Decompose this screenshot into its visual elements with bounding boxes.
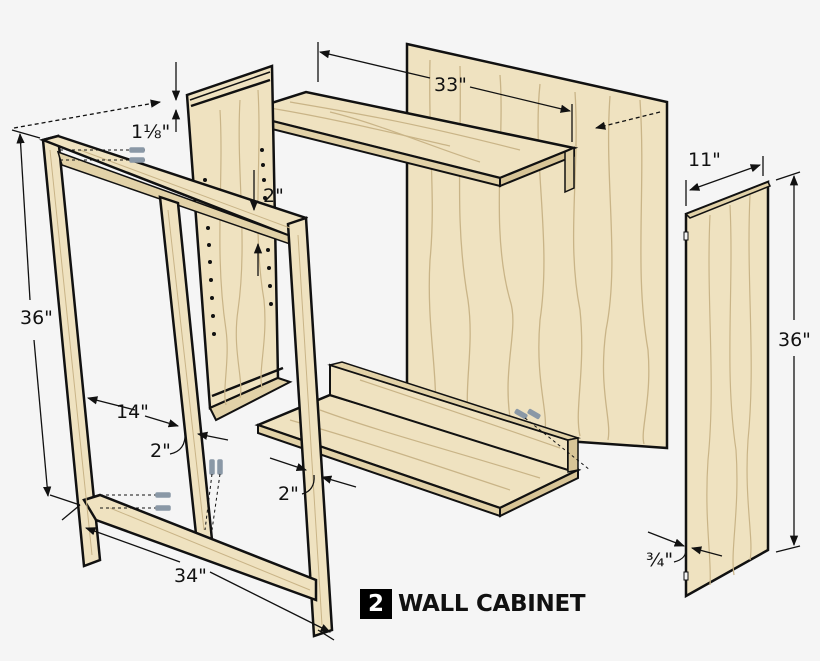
dim-frame-height: 36" (20, 307, 53, 329)
dim-panel-thickness: ¾" (646, 549, 673, 571)
figure-title: WALL CABINET (398, 591, 586, 617)
dim-side-height: 36" (778, 329, 811, 351)
back-panel (405, 42, 669, 450)
dim-back-width: 33" (434, 74, 467, 96)
figure-number-badge: 2 (360, 589, 392, 619)
face-frame (38, 134, 334, 638)
dim-opening-width: 14" (116, 401, 149, 423)
divider-panel (185, 64, 293, 422)
top-shelf (235, 90, 579, 194)
diagram-title: 2 WALL CABINET (360, 589, 586, 619)
dim-center-stile-width: 2" (150, 440, 171, 462)
dim-divider-rail: 2" (263, 185, 284, 207)
dim-side-depth: 11" (688, 149, 721, 171)
screws (60, 147, 591, 531)
dimension-labels: 33" 1⅛" 11" 2" 36" 36" 14" 2" 2" 34" ¾" (20, 74, 811, 587)
dim-right-stile-width: 2" (278, 483, 299, 505)
dim-frame-width: 34" (174, 565, 207, 587)
dim-groove-offset: 1⅛" (131, 121, 170, 143)
dimension-lines (11, 42, 801, 641)
side-panel (683, 180, 772, 599)
